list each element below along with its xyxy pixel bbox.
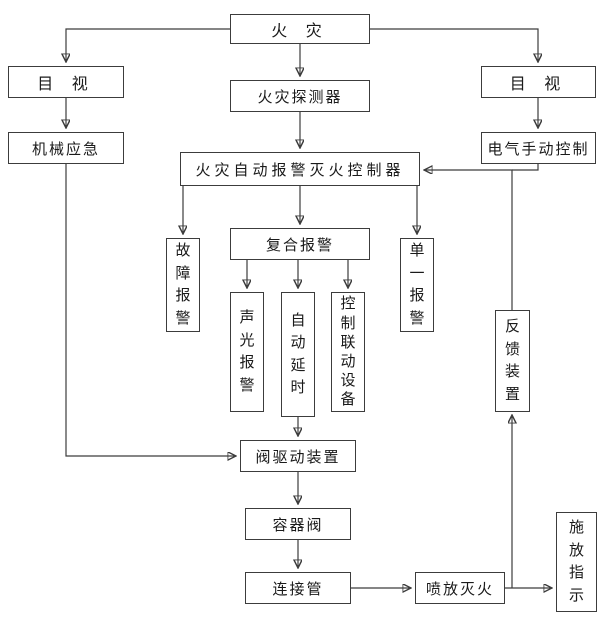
node-fault-alarm-label: 故障报警 xyxy=(175,242,191,327)
node-composite-alarm: 复合报警 xyxy=(230,228,370,260)
node-visual-right-label: 目 视 xyxy=(509,76,568,93)
node-electric-manual-control: 电气手动控制 xyxy=(481,132,596,164)
node-visual-left: 目 视 xyxy=(8,66,124,98)
node-sound-light-alarm: 声光报警 xyxy=(230,292,264,412)
node-container-valve-label: 容器阀 xyxy=(272,516,324,534)
edge-mechanical-valvedrive xyxy=(65,164,236,456)
node-composite-alarm-label: 复合报警 xyxy=(265,236,334,254)
node-alarm-controller: 火灾自动报警灭火控制器 xyxy=(180,152,420,186)
edge-fire-visual-left xyxy=(66,28,230,62)
node-linkage-equipment: 控制联动设备 xyxy=(331,292,365,412)
node-fire: 火 灾 xyxy=(230,14,370,44)
node-visual-left-label: 目 视 xyxy=(37,76,95,93)
node-single-alarm: 单一报警 xyxy=(400,238,434,332)
node-fault-alarm: 故障报警 xyxy=(166,238,200,332)
node-sound-light-alarm-label: 声光报警 xyxy=(239,309,255,394)
node-mechanical-emergency: 机械应急 xyxy=(8,132,124,164)
node-valve-drive: 阀驱动装置 xyxy=(240,440,356,472)
node-spray-extinguish: 喷放灭火 xyxy=(415,572,505,604)
edge-fire-visual-right xyxy=(370,28,538,62)
edge-electric-controller xyxy=(512,164,539,171)
node-feedback-device-label: 反馈装置 xyxy=(504,318,520,403)
node-single-alarm-label: 单一报警 xyxy=(409,242,425,327)
node-valve-drive-label: 阀驱动装置 xyxy=(255,448,341,466)
node-mechanical-emergency-label: 机械应急 xyxy=(31,140,100,158)
node-linkage-equipment-label: 控制联动设备 xyxy=(340,295,356,409)
node-spray-extinguish-label: 喷放灭火 xyxy=(425,580,494,598)
node-visual-right: 目 视 xyxy=(481,66,596,98)
node-connecting-pipe: 连接管 xyxy=(245,572,351,604)
node-container-valve: 容器阀 xyxy=(245,508,351,540)
node-release-indicator-label: 施放指示 xyxy=(568,519,584,604)
node-connecting-pipe-label: 连接管 xyxy=(272,580,324,598)
node-auto-delay-label: 自动延时 xyxy=(290,311,306,397)
node-feedback-device: 反馈装置 xyxy=(495,310,530,412)
node-fire-detector-label: 火灾探测器 xyxy=(257,88,343,106)
node-electric-manual-control-label: 电气手动控制 xyxy=(487,140,590,158)
edge-feedback-controller xyxy=(424,170,513,310)
node-fire-detector: 火灾探测器 xyxy=(230,80,370,112)
node-fire-label: 火 灾 xyxy=(271,23,329,40)
node-alarm-controller-label: 火灾自动报警灭火控制器 xyxy=(195,161,405,179)
node-auto-delay: 自动延时 xyxy=(281,292,315,417)
node-release-indicator: 施放指示 xyxy=(556,512,597,612)
